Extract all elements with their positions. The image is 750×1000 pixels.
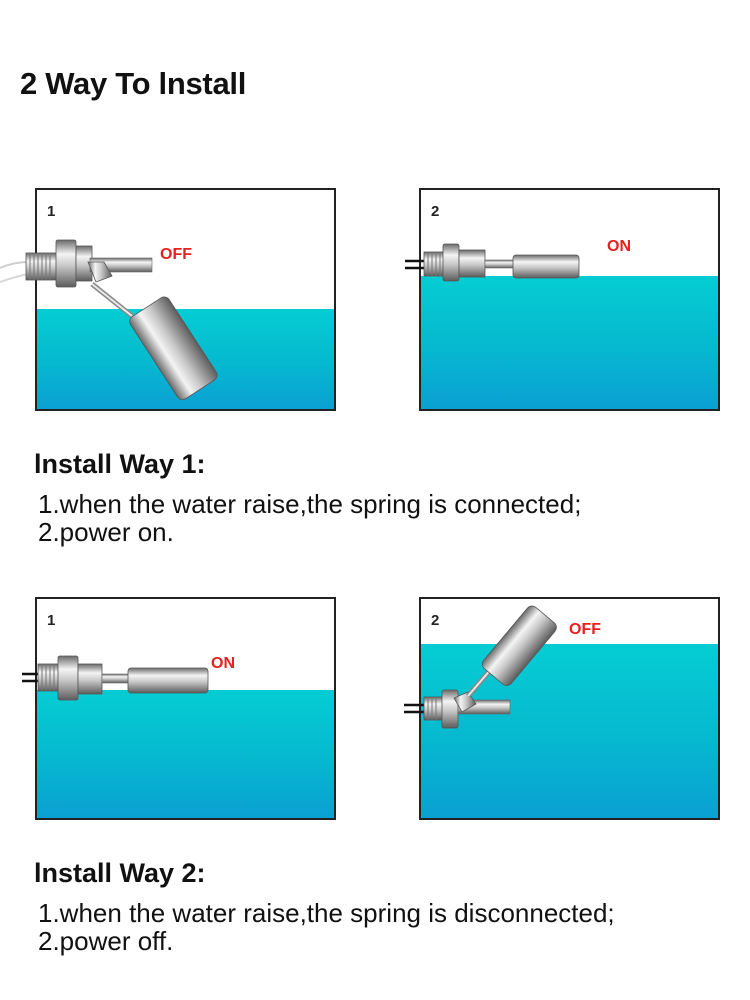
- water-area: [421, 276, 718, 409]
- way1-panel-2: 2 ON: [419, 188, 720, 411]
- panel-number: 1: [47, 612, 56, 629]
- way2-panel-2: 2 OFF: [419, 597, 720, 820]
- panel-number: 1: [47, 203, 56, 220]
- install-way-2-heading: lnstall Way 2:: [34, 858, 206, 888]
- panel-number: 2: [431, 612, 440, 629]
- float-switch-device: [0, 239, 218, 401]
- float-switch-device: [22, 655, 209, 701]
- float-switch-device: [404, 605, 557, 729]
- state-label: ON: [211, 655, 235, 672]
- install-way-1-heading: lnstall Way 1:: [34, 449, 206, 479]
- install-way-2-step-1: 1.when the water raise,the spring is dis…: [38, 898, 615, 928]
- page-title: 2 Way To lnstall: [20, 66, 247, 101]
- state-label: OFF: [160, 246, 192, 263]
- state-label: ON: [607, 238, 631, 255]
- install-way-1-step-2: 2.power on.: [38, 517, 174, 547]
- water-area: [37, 690, 334, 818]
- install-way-2-step-2: 2.power off.: [38, 926, 174, 956]
- install-way-1-step-1: 1.when the water raise,the spring is con…: [38, 489, 582, 519]
- way2-panel-1: 1 ON: [35, 597, 336, 820]
- water-area: [421, 644, 718, 818]
- panel-number: 2: [431, 203, 440, 220]
- float-switch-device: [405, 243, 580, 282]
- state-label: OFF: [569, 621, 601, 638]
